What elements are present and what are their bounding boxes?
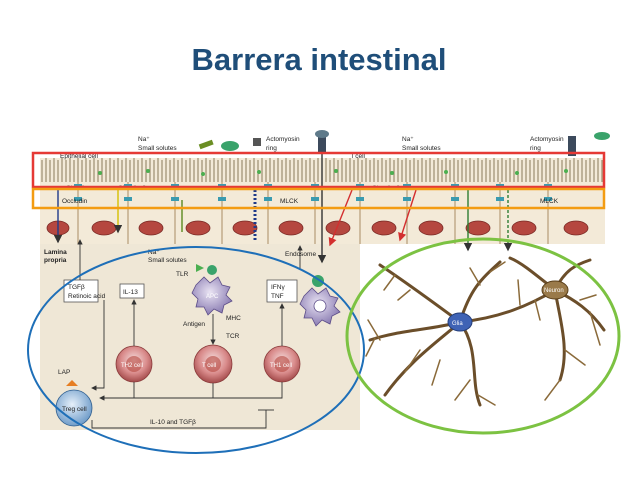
t-cell: T cell <box>193 344 233 384</box>
label-t-cell: T cell <box>202 363 216 369</box>
label-na-right: Na⁺ <box>402 136 414 143</box>
lumen-objects <box>198 130 610 156</box>
neuron-image: Glia Neuron <box>364 256 606 410</box>
label-th1-cell: TH1 cell <box>270 363 292 369</box>
slide-title: Barrera intestinal <box>191 42 447 77</box>
label-treg-cell: Treg cell <box>62 406 87 413</box>
label-actomyosin: Actomyosin <box>266 136 300 143</box>
label-actomyosin-right: Actomyosin <box>530 136 564 143</box>
epithelial-cells <box>46 130 610 264</box>
label-lap: LAP <box>58 369 70 376</box>
label-th2-cell: TH2 cell <box>121 363 143 369</box>
label-il10-tgfb: IL-10 and TGFβ <box>150 419 196 426</box>
label-tgfb: TGFβ <box>68 284 85 291</box>
blue-highlight-ellipse <box>27 246 365 454</box>
th1-cell: TH1 cell <box>263 345 301 383</box>
label-endosome: Endosome <box>285 251 316 258</box>
th2-cell: TH2 cell <box>115 345 153 383</box>
label-tcr: TCR <box>226 333 240 340</box>
label-na-lower: Na⁺ <box>148 249 160 256</box>
label-propria: propria <box>44 257 67 264</box>
label-retinoic-acid: Retinoic acid <box>68 293 106 300</box>
microvilli <box>41 158 603 182</box>
label-ifng: IFNγ <box>271 284 285 291</box>
label-epithelial-cell: Epithelial cell <box>60 153 98 160</box>
label-mhc: MHC <box>226 315 241 322</box>
apc-cell: APC <box>191 276 233 316</box>
ifng-tnf-box <box>266 279 298 303</box>
label-tlr: TLR <box>176 271 189 278</box>
orange-highlight-box <box>31 187 606 210</box>
label-cell-fragment: l cell <box>352 153 366 160</box>
tgfb-box <box>63 279 99 303</box>
label-occludin: Occludin <box>62 198 88 205</box>
lamina-labels: Lamina propria Endosome Na⁺ Small solute… <box>44 249 316 264</box>
label-lamina: Lamina <box>44 249 67 256</box>
apc-cell-2 <box>299 275 341 327</box>
label-ring: ring <box>266 145 277 152</box>
green-highlight-ellipse <box>345 237 621 435</box>
label-mlck: MLCK <box>280 198 299 205</box>
label-small-solutes-right: Small solutes <box>402 145 441 152</box>
red-highlight-box <box>31 151 606 189</box>
label-il13: IL-13 <box>123 289 138 296</box>
label-small-solutes-lower: Small solutes <box>148 257 187 264</box>
top-labels: Na⁺ Small solutes Actomyosin ring Epithe… <box>60 136 564 160</box>
label-apc: APC <box>206 294 219 300</box>
immune-section: TGFβ Retinoic acid IL-13 IFNγ TNF APC TL… <box>55 239 341 429</box>
label-small-solutes: Small solutes <box>138 145 177 152</box>
label-na: Na⁺ <box>138 136 150 143</box>
label-mlck-right: MLCK <box>540 198 559 205</box>
label-glia: Glia <box>452 321 463 327</box>
treg-cell: Treg cell <box>55 380 93 427</box>
label-antigen: Antigen <box>183 321 205 328</box>
label-tnf: TNF <box>271 293 284 300</box>
il13-box <box>119 283 145 299</box>
label-ring-right: ring <box>530 145 541 152</box>
label-neuron: Neuron <box>544 288 564 294</box>
